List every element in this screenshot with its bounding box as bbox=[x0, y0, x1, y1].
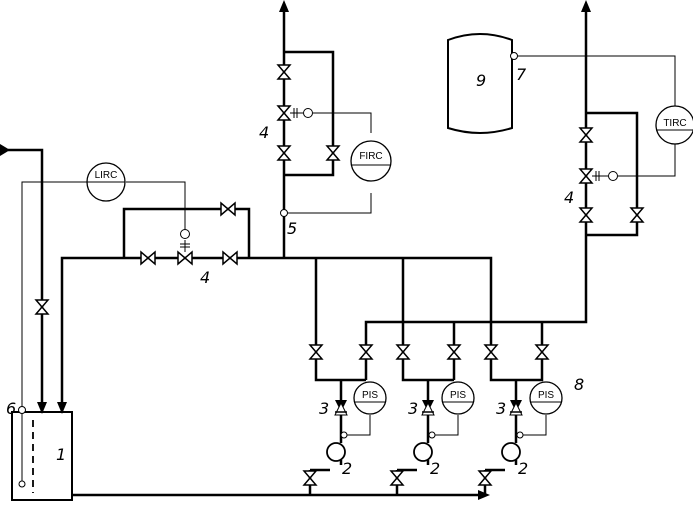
process-piping bbox=[8, 10, 639, 497]
pump-suction-valve-icon bbox=[396, 344, 410, 360]
check-valve-icon bbox=[421, 400, 435, 416]
flow-valve-icon bbox=[277, 145, 291, 161]
temp-valve-icon bbox=[579, 127, 593, 143]
position-labels: 1 2 2 2 3 3 3 4 4 4 5 6 7 8 9 bbox=[6, 65, 584, 478]
lirc-instrument: LIRC bbox=[86, 162, 126, 202]
arrow-temp-out-top bbox=[581, 0, 591, 12]
bypass-valve-icon bbox=[220, 202, 236, 216]
arrow-header-down bbox=[57, 402, 67, 414]
level-tap-label: 6 bbox=[6, 399, 16, 418]
pump-inlet-valve-icon bbox=[303, 470, 317, 486]
pump-icon bbox=[501, 442, 521, 462]
flow-tap-point bbox=[280, 209, 288, 217]
flow-valve-icon bbox=[277, 64, 291, 80]
flow-bypass-valve-icon bbox=[326, 145, 340, 161]
bypass-loop bbox=[122, 207, 251, 258]
pump-icon bbox=[413, 442, 433, 462]
arrow-feed-in bbox=[0, 144, 10, 156]
signal-lines bbox=[21, 55, 676, 493]
pis-instrument-3: PIS bbox=[529, 381, 563, 415]
check-valve-label: 3 bbox=[496, 399, 506, 418]
pump-suction-valve-icon bbox=[484, 344, 498, 360]
arrow-suction-right bbox=[478, 490, 490, 500]
level-tap-bottom bbox=[18, 480, 26, 488]
level-tap-point bbox=[18, 406, 26, 414]
check-valve-label: 3 bbox=[319, 399, 329, 418]
feed-line bbox=[8, 148, 44, 412]
pis-instrument-2: PIS bbox=[441, 381, 475, 415]
storage-tank bbox=[11, 411, 73, 501]
temperature-tap-label: 7 bbox=[516, 65, 527, 84]
pump-discharge-valve-icon bbox=[359, 344, 373, 360]
arrow-flow-out-top bbox=[279, 0, 289, 12]
control-valve-label: 4 bbox=[259, 123, 269, 142]
vessel-label: 9 bbox=[476, 71, 486, 90]
control-valves bbox=[177, 105, 618, 265]
pump-inlet-valve-icon bbox=[390, 470, 404, 486]
vessel bbox=[447, 33, 513, 134]
pump-set bbox=[326, 400, 524, 462]
firc-label: FIRC bbox=[359, 151, 382, 162]
check-valve-icon bbox=[334, 400, 348, 416]
flow-tap-label: 5 bbox=[287, 219, 297, 238]
check-valve-label: 3 bbox=[408, 399, 418, 418]
header-valve-icon bbox=[222, 251, 238, 265]
main-header bbox=[60, 256, 493, 412]
pump-discharge-valve-icon bbox=[447, 344, 461, 360]
level-control-valve-icon bbox=[177, 229, 193, 265]
tirc-instrument: TIRC bbox=[655, 105, 693, 145]
feed-valve-icon bbox=[35, 299, 49, 315]
instruments: LIRC FIRC TIRC PIS PIS PIS bbox=[86, 105, 693, 415]
tank-label: 1 bbox=[56, 445, 66, 464]
temp-valve-icon bbox=[579, 207, 593, 223]
pis-label: PIS bbox=[362, 390, 378, 401]
temp-control-valve-icon bbox=[579, 168, 618, 184]
arrow-feed-down bbox=[37, 402, 47, 414]
valves bbox=[35, 64, 644, 486]
tirc-label: TIRC bbox=[663, 118, 686, 129]
lirc-label: LIRC bbox=[95, 170, 118, 181]
flow-arrows bbox=[0, 0, 591, 500]
pump-label: 2 bbox=[342, 459, 352, 478]
temp-bypass bbox=[586, 111, 639, 237]
pump-icon bbox=[326, 442, 346, 462]
pump-discharge-valve-icon bbox=[535, 344, 549, 360]
pis-instrument-1: PIS bbox=[353, 381, 387, 415]
firc-instrument: FIRC bbox=[350, 140, 392, 182]
temp-bypass-valve-icon bbox=[630, 207, 644, 223]
pis-label: PIS bbox=[538, 390, 554, 401]
control-valve-label: 4 bbox=[200, 268, 210, 287]
header-valve-icon bbox=[140, 251, 156, 265]
pump-label: 2 bbox=[430, 459, 440, 478]
check-valve-icon bbox=[509, 400, 523, 416]
control-valve-label: 4 bbox=[564, 188, 574, 207]
pis-label: PIS bbox=[450, 390, 466, 401]
temperature-tap-point bbox=[510, 52, 518, 60]
pump-suction-valve-icon bbox=[309, 344, 323, 360]
pump-label: 2 bbox=[518, 459, 528, 478]
pump-inlet-valve-icon bbox=[478, 470, 492, 486]
flow-control-valve-icon bbox=[277, 105, 313, 121]
pressure-group-label: 8 bbox=[574, 375, 584, 394]
